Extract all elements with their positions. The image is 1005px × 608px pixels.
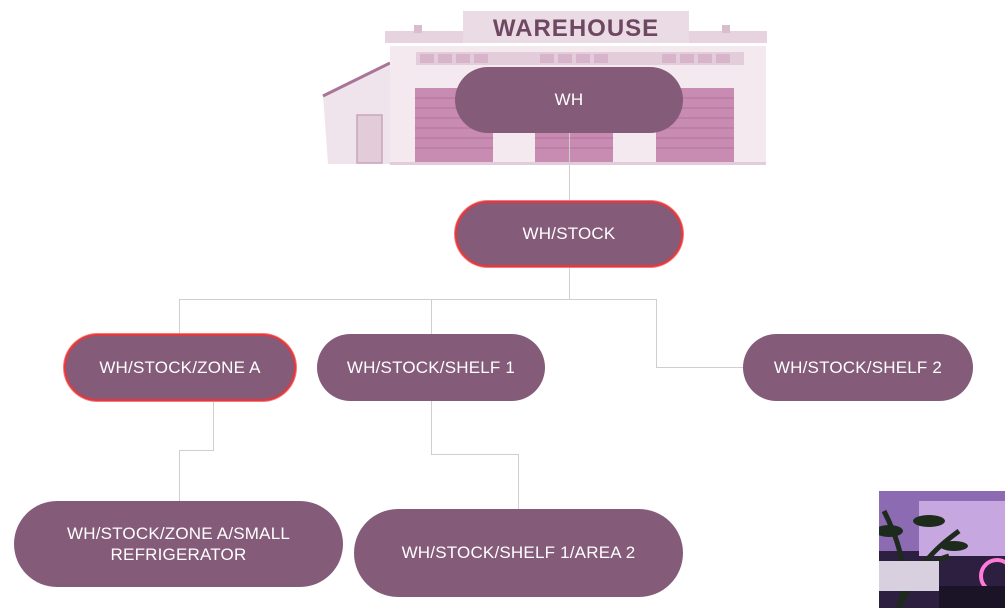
node-shelf-2[interactable]: WH/STOCK/SHELF 2 (743, 334, 973, 401)
connector-zone-a-down (213, 401, 214, 451)
node-small-refrigerator-label: WH/STOCK/ZONE A/SMALL REFRIGERATOR (66, 523, 291, 564)
node-zone-a[interactable]: WH/STOCK/ZONE A (64, 334, 296, 401)
node-small-refrigerator[interactable]: WH/STOCK/ZONE A/SMALL REFRIGERATOR (14, 501, 343, 587)
node-zone-a-label: WH/STOCK/ZONE A (99, 357, 261, 377)
connector-to-area2 (518, 454, 519, 509)
connector-horizontal-bus (179, 299, 657, 300)
node-area-2[interactable]: WH/STOCK/SHELF 1/AREA 2 (354, 509, 683, 597)
connector-stock-down (569, 267, 570, 300)
warehouse-sign-text: WAREHOUSE (493, 15, 659, 42)
connector-to-fridge (179, 450, 180, 501)
webcam-image (879, 491, 1005, 608)
connector-to-zone-a (179, 299, 180, 334)
connector-shelf2-horizontal (656, 367, 743, 368)
node-wh[interactable]: WH (455, 67, 683, 133)
node-area-2-label: WH/STOCK/SHELF 1/AREA 2 (401, 543, 636, 563)
node-wh-stock[interactable]: WH/STOCK (455, 201, 683, 267)
node-wh-stock-label: WH/STOCK (522, 224, 616, 244)
node-wh-label: WH (554, 90, 584, 110)
connector-shelf1-down (431, 401, 432, 455)
connector-to-shelf1 (431, 299, 432, 334)
node-shelf-1-label: WH/STOCK/SHELF 1 (346, 357, 516, 377)
node-shelf-2-label: WH/STOCK/SHELF 2 (773, 357, 943, 377)
webcam-overlay (879, 491, 1005, 608)
connector-shelf2-vertical (656, 299, 657, 367)
connector-wh-stock (569, 133, 570, 201)
connector-shelf1-horizontal (431, 454, 519, 455)
connector-zone-a-horizontal (179, 450, 214, 451)
node-shelf-1[interactable]: WH/STOCK/SHELF 1 (317, 334, 545, 401)
